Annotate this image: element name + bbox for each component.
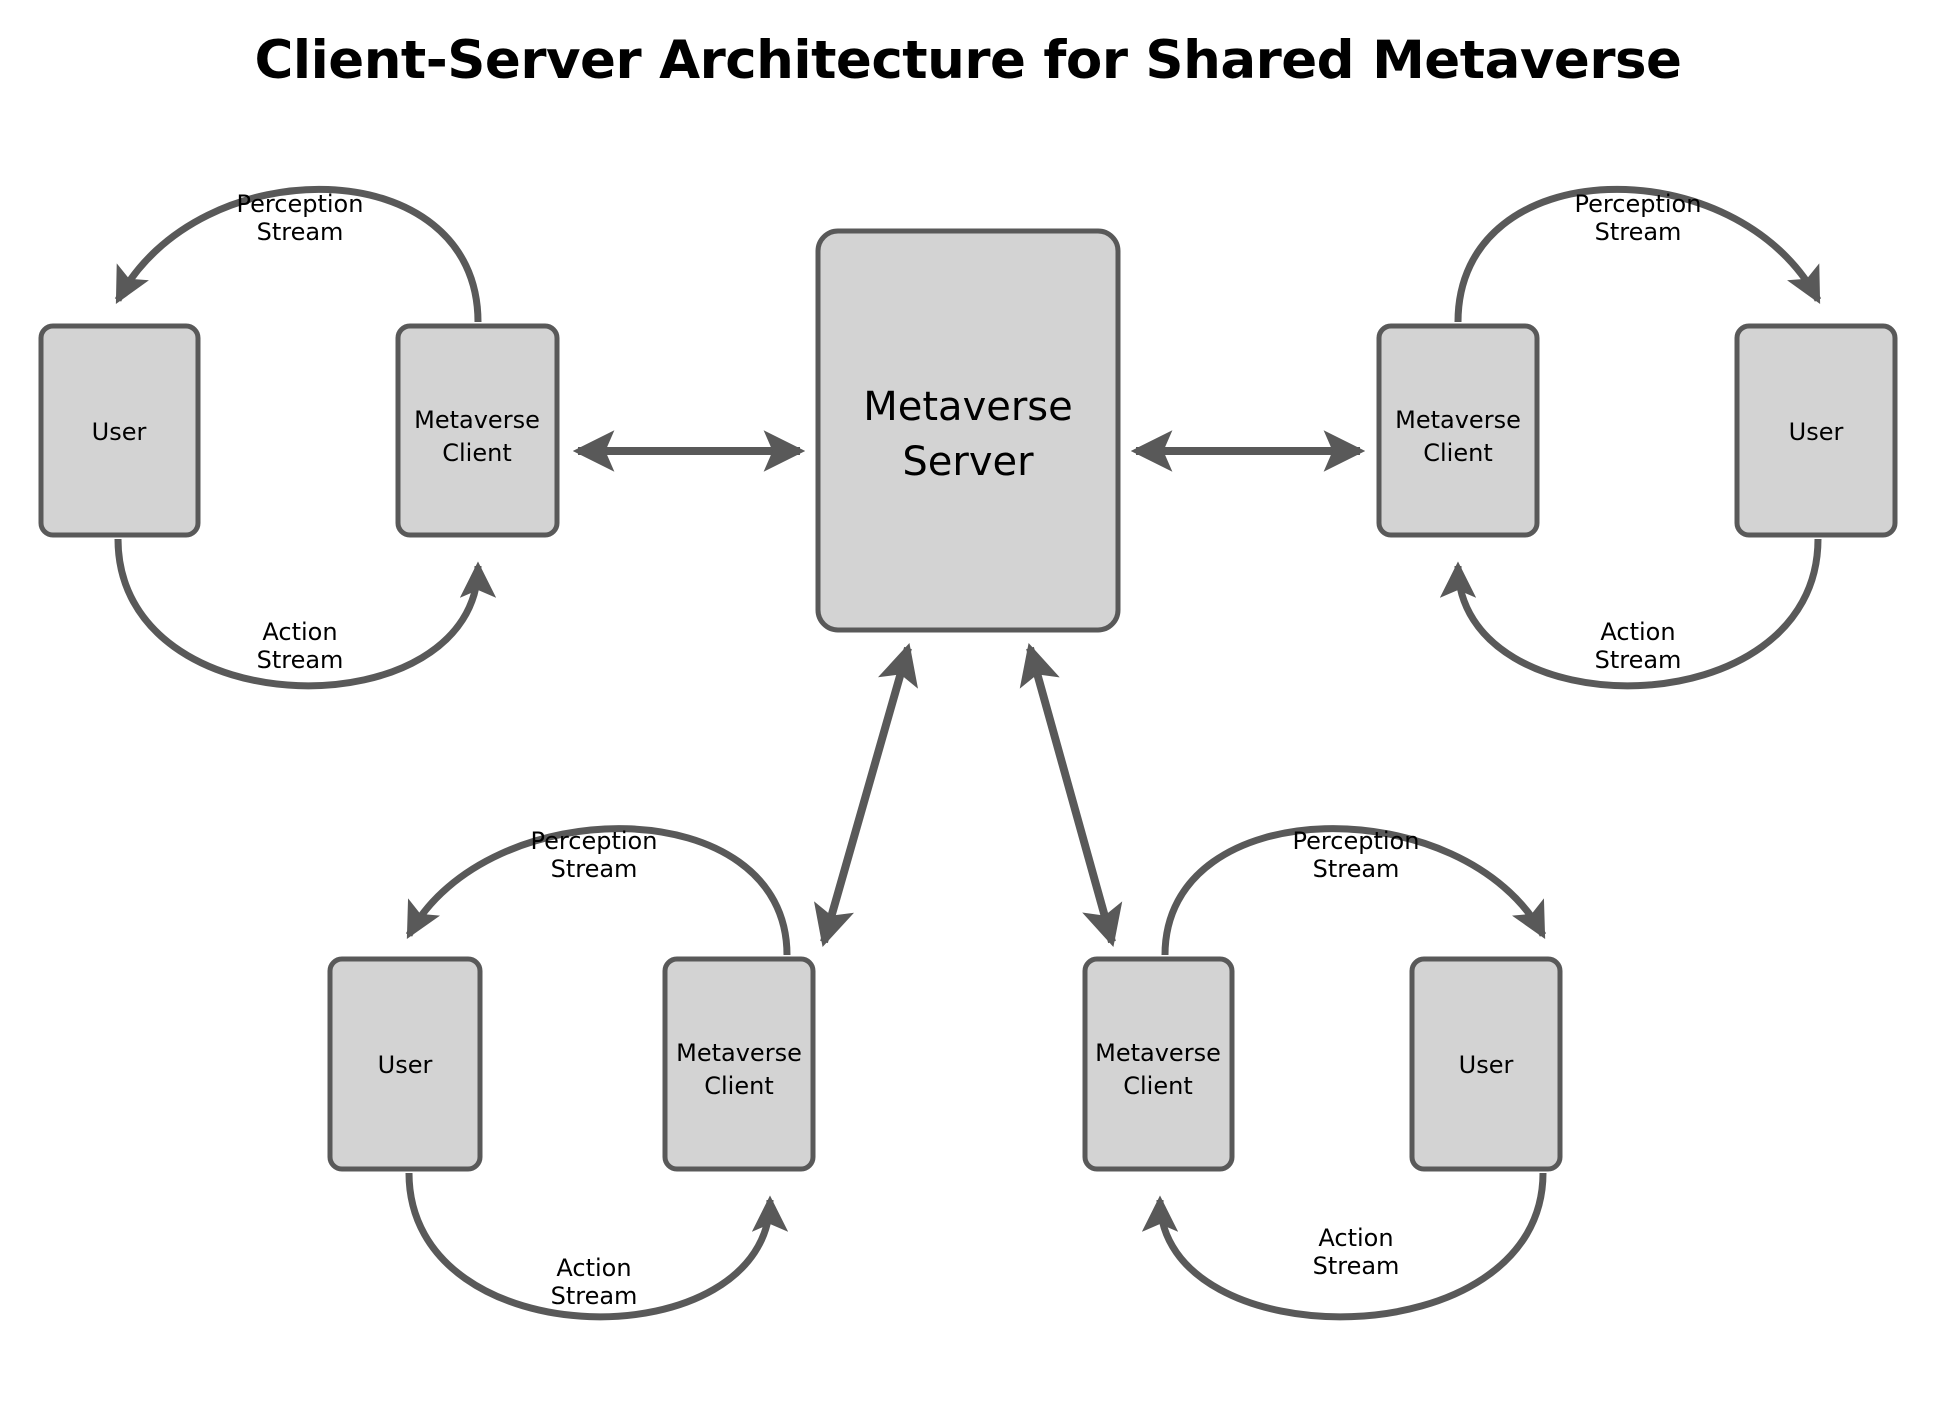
node-metaverse-server-label-line2: Server bbox=[902, 439, 1034, 485]
node-metaverse-server-label-line1: Metaverse bbox=[863, 384, 1073, 430]
action-stream-label-line2: Stream bbox=[551, 1282, 638, 1310]
perception-stream-label-line2: Stream bbox=[1595, 218, 1682, 246]
action-stream-label-line1: Action bbox=[556, 1254, 631, 1282]
node-user-top-right-label: User bbox=[1789, 418, 1844, 446]
perception-stream-arrow-top-left bbox=[114, 185, 482, 323]
node-user-bottom-right[interactable] bbox=[1409, 956, 1563, 1172]
action-stream-label-line1: Action bbox=[1600, 618, 1675, 646]
perception-stream-label-line1: Perception bbox=[237, 190, 364, 218]
action-stream-label-line1: Action bbox=[1318, 1224, 1393, 1252]
node-user-top-right[interactable] bbox=[1734, 323, 1898, 538]
node-metaverse-client-bottom-right[interactable] bbox=[1082, 956, 1235, 1172]
page-title: Client-Server Architecture for Shared Me… bbox=[255, 30, 1682, 91]
link-server-bottom-left-client bbox=[814, 643, 918, 947]
cluster-top-left: Perception Stream Action Stream User Met… bbox=[38, 185, 560, 690]
node-user-top-left-label: User bbox=[92, 418, 147, 446]
node-metaverse-client-top-left-label-line2: Client bbox=[442, 439, 511, 467]
perception-stream-label-line2: Stream bbox=[1313, 855, 1400, 883]
node-metaverse-client-bottom-right-label-line2: Client bbox=[1123, 1072, 1192, 1100]
node-user-bottom-left[interactable] bbox=[327, 956, 483, 1172]
cluster-bottom-right: Perception Stream Action Stream Metavers… bbox=[1082, 825, 1563, 1321]
node-metaverse-client-top-left[interactable] bbox=[395, 323, 560, 538]
perception-stream-label-line1: Perception bbox=[1293, 827, 1420, 855]
node-metaverse-client-top-right-label-line2: Client bbox=[1423, 439, 1492, 467]
node-user-top-left[interactable] bbox=[38, 323, 201, 538]
cluster-bottom-left: Perception Stream Action Stream User Met… bbox=[327, 825, 816, 1321]
node-metaverse-server-group: Metaverse Server bbox=[815, 228, 1121, 633]
perception-stream-label-line1: Perception bbox=[1575, 190, 1702, 218]
action-stream-label-line2: Stream bbox=[1313, 1252, 1400, 1280]
action-stream-arrow-top-left bbox=[114, 538, 497, 690]
action-stream-arrow-bottom-right bbox=[1141, 1172, 1547, 1321]
action-stream-arrow-top-right bbox=[1439, 538, 1822, 690]
perception-stream-arrow-top-right bbox=[1454, 185, 1822, 323]
action-stream-label-line1: Action bbox=[262, 618, 337, 646]
node-metaverse-client-top-right-label-line1: Metaverse bbox=[1395, 406, 1521, 434]
node-metaverse-server[interactable] bbox=[815, 228, 1121, 633]
node-metaverse-client-bottom-left-label-line2: Client bbox=[704, 1072, 773, 1100]
perception-stream-label-line1: Perception bbox=[531, 827, 658, 855]
action-stream-label-line2: Stream bbox=[257, 646, 344, 674]
node-user-bottom-left-label: User bbox=[378, 1051, 433, 1079]
perception-stream-arrow-bottom-left bbox=[405, 825, 791, 956]
node-metaverse-client-bottom-left[interactable] bbox=[662, 956, 816, 1172]
node-metaverse-client-top-right[interactable] bbox=[1376, 323, 1540, 538]
action-stream-arrow-bottom-left bbox=[405, 1172, 789, 1321]
perception-stream-arrow-bottom-right bbox=[1161, 825, 1547, 956]
node-metaverse-client-bottom-right-label-line1: Metaverse bbox=[1095, 1039, 1221, 1067]
perception-stream-label-line2: Stream bbox=[551, 855, 638, 883]
action-stream-label-line2: Stream bbox=[1595, 646, 1682, 674]
cluster-top-right: Perception Stream Action Stream Metavers… bbox=[1376, 185, 1898, 690]
link-server-bottom-right-client bbox=[1019, 642, 1123, 948]
perception-stream-label-line2: Stream bbox=[257, 218, 344, 246]
server-links bbox=[572, 430, 1366, 948]
node-user-bottom-right-label: User bbox=[1459, 1051, 1514, 1079]
node-metaverse-client-top-left-label-line1: Metaverse bbox=[414, 406, 540, 434]
node-metaverse-client-bottom-left-label-line1: Metaverse bbox=[676, 1039, 802, 1067]
